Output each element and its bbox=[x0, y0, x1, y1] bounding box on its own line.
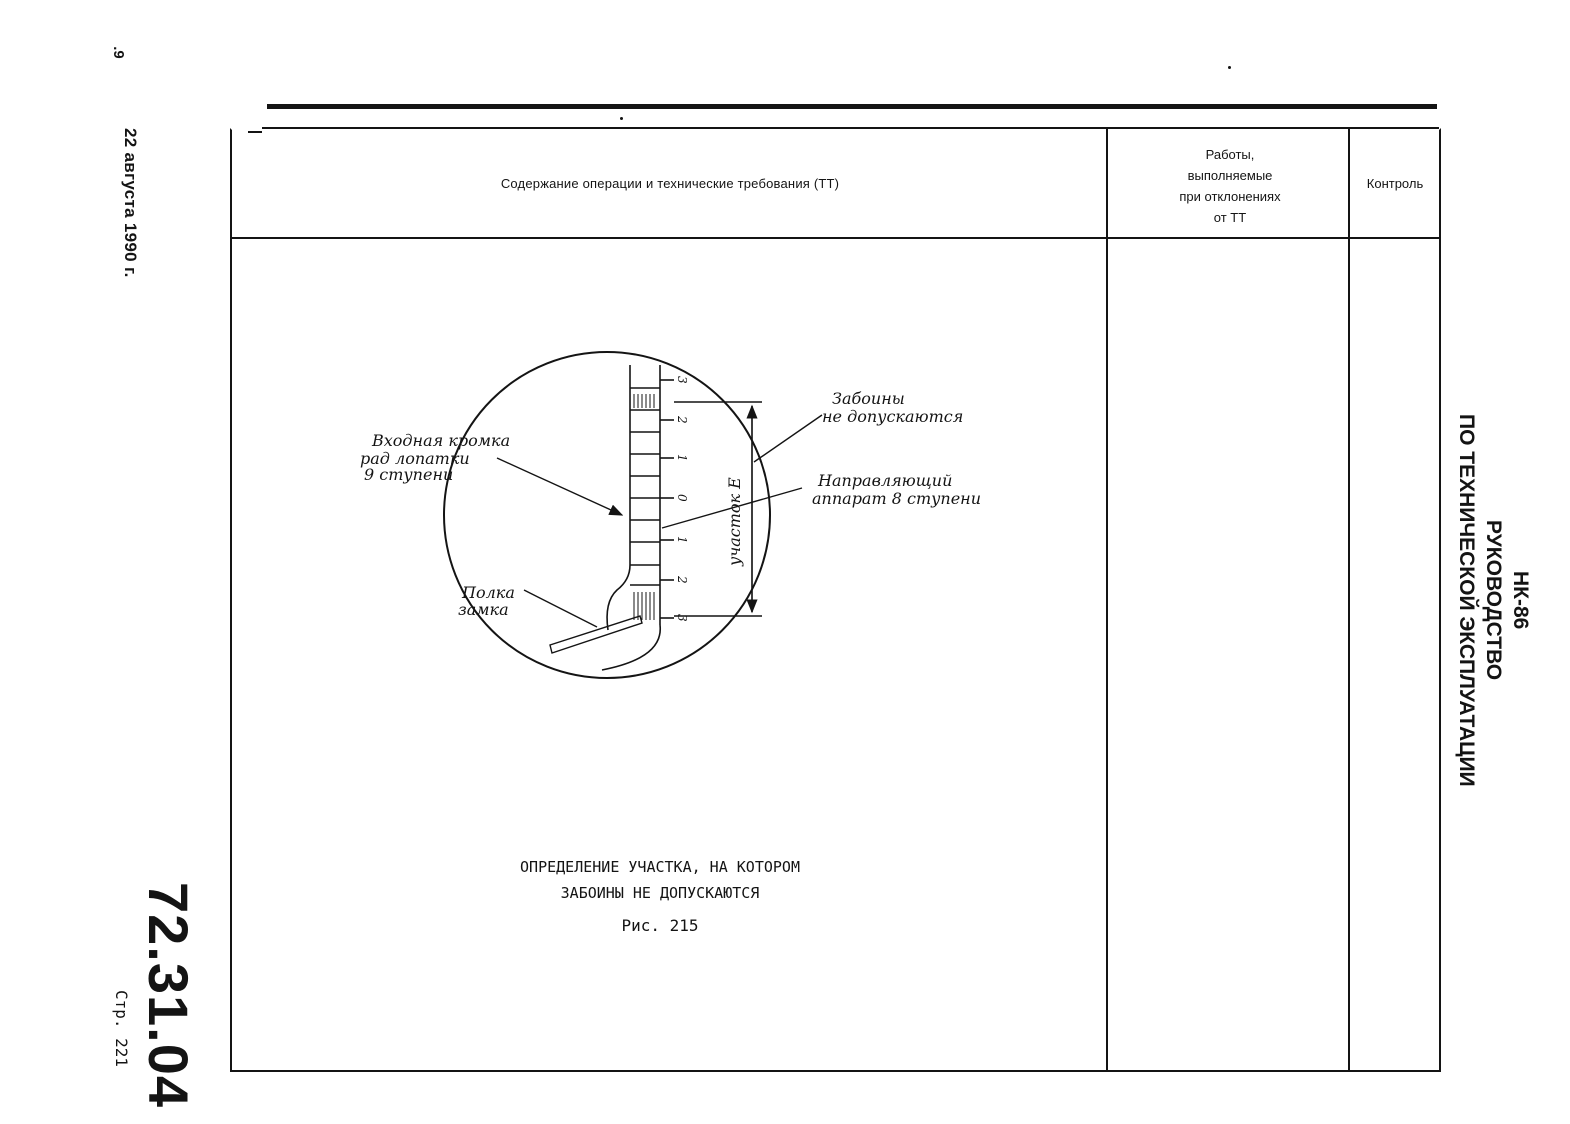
header-operation-content: Содержание операции и технические требов… bbox=[500, 176, 840, 191]
label-flange-line2: замка bbox=[458, 600, 509, 619]
label-dents-line1: Забоины bbox=[832, 389, 905, 408]
scale-tick-label: 3 bbox=[675, 376, 689, 384]
scale-tick-label: 1 bbox=[675, 536, 689, 544]
label-leading-edge-line1: Входная кромка bbox=[371, 431, 510, 450]
header-deviation-work: Работы, выполняемые при отклонениях от Т… bbox=[1179, 147, 1281, 225]
header-divider bbox=[232, 237, 1439, 239]
label-leading-edge-line3: 9 ступени bbox=[364, 465, 453, 484]
lower-contour bbox=[601, 624, 661, 671]
table-top-tick bbox=[248, 131, 262, 133]
scale-tick-label: 1 bbox=[675, 454, 689, 462]
label-dents-line2: не допускаются bbox=[822, 407, 963, 426]
manual-title-line3: ПО ТЕХНИЧЕСКОЙ ЭКСПЛУАТАЦИИ bbox=[1455, 413, 1478, 787]
column-divider bbox=[1106, 128, 1108, 1070]
manual-title-line2: РУКОВОДСТВО bbox=[1482, 519, 1505, 681]
scan-dot bbox=[620, 117, 623, 120]
section-label: участок Е bbox=[725, 477, 744, 567]
page-number: Стр. 221 bbox=[112, 990, 131, 1068]
label-leading-edge-line2: рад лопатки bbox=[360, 449, 470, 468]
label-flange-line1: Полка bbox=[461, 583, 515, 602]
top-rule bbox=[267, 104, 1437, 109]
column-divider bbox=[1348, 128, 1350, 1070]
blade-root-curve bbox=[606, 564, 631, 631]
blade-zone-diagram: 3 2 1 0 1 2 3 участок Е Входная кромка р… bbox=[360, 351, 981, 679]
figure-caption-line2: ЗАБОИНЫ НЕ ДОПУСКАЮТСЯ bbox=[560, 884, 760, 902]
document-code: 72.31.04 bbox=[137, 882, 200, 1108]
figure-number: Рис. 215 bbox=[621, 916, 699, 935]
manual-title-block: НК-86 РУКОВОДСТВО ПО ТЕХНИЧЕСКОЙ ЭКСПЛУА… bbox=[1455, 395, 1534, 805]
corner-mark: .9 bbox=[109, 46, 127, 59]
detail-circle bbox=[443, 351, 771, 679]
figure-caption-line1: ОПРЕДЕЛЕНИЕ УЧАСТКА, НА КОТОРОМ bbox=[520, 858, 800, 876]
label-vane-line2: аппарат 8 ступени bbox=[812, 489, 981, 508]
lock-flange bbox=[549, 615, 643, 654]
scale-tick-label: 0 bbox=[675, 494, 689, 502]
operations-table bbox=[230, 128, 1441, 1072]
document-date: 22 августа 1990 г. bbox=[121, 128, 140, 278]
manual-title-line1: НК-86 bbox=[1509, 570, 1532, 630]
label-vane-line1: Направляющий bbox=[817, 471, 952, 490]
scan-dot bbox=[1228, 66, 1231, 69]
header-control: Контроль bbox=[1366, 176, 1424, 191]
scale-tick-label: 2 bbox=[675, 415, 689, 424]
table-top-border bbox=[262, 127, 1439, 129]
scale-tick-label: 3 bbox=[675, 614, 689, 622]
scale-tick-label: 2 bbox=[675, 575, 689, 584]
